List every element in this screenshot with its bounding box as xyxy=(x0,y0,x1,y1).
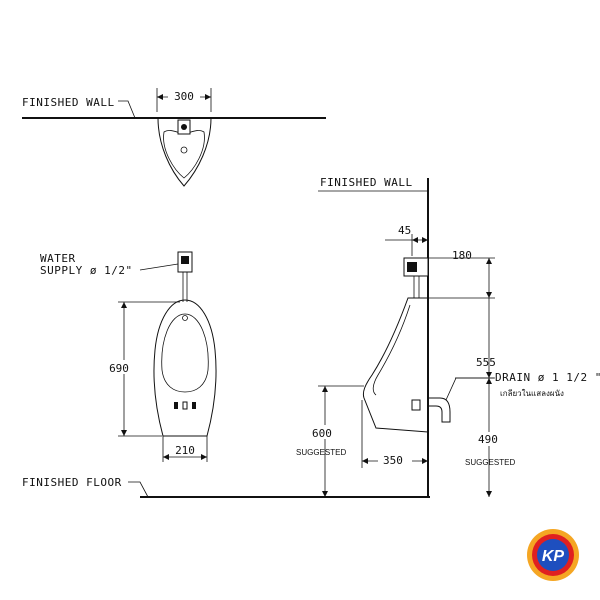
drain-leader xyxy=(445,377,494,401)
dim-350: 350 xyxy=(383,454,403,467)
side-view: FINISHED WALL 45 180 555 DRAIN ø 1 1/2 "… xyxy=(296,176,600,497)
water-supply-label-1: WATER xyxy=(40,252,76,265)
dim-bg-300 xyxy=(168,88,200,102)
finished-wall-leader-top xyxy=(118,100,136,119)
water-supply-label-2: SUPPLY ø 1/2" xyxy=(40,264,133,277)
dim-bg-350 xyxy=(378,452,412,466)
floor: FINISHED FLOOR xyxy=(22,476,430,498)
finished-wall-label-side: FINISHED WALL xyxy=(320,176,413,189)
urinal-front-bowl xyxy=(161,313,209,393)
urinal-side-inner xyxy=(372,304,411,396)
finished-floor-leader xyxy=(128,481,149,498)
dim-bg-490 xyxy=(472,432,502,446)
bowl-plan-inner xyxy=(163,130,205,179)
drain-slot-2 xyxy=(182,401,188,410)
dim-180: 180 xyxy=(452,249,472,262)
finished-wall-label-top: FINISHED WALL xyxy=(22,96,115,109)
drain-slot-1 xyxy=(174,402,178,409)
drain-label: DRAIN ø 1 1/2 " xyxy=(495,371,600,384)
dim-45: 45 xyxy=(398,224,411,237)
dim-bg-600 xyxy=(305,425,341,439)
flush-valve-side-button xyxy=(407,262,417,272)
suggested-600-label: SUGGESTED xyxy=(296,448,346,457)
logo-text: KP xyxy=(542,548,565,565)
suggested-490-label: SUGGESTED xyxy=(465,458,515,467)
dim-arrows-300 xyxy=(157,94,211,100)
dim-600: 600 xyxy=(312,427,332,440)
drain-thai-label: เกลียวในแสลงผนัง xyxy=(500,389,564,398)
front-view: WATER SUPPLY ø 1/2" 690 210 xyxy=(40,251,217,462)
water-supply-leader xyxy=(139,263,179,271)
finished-floor-label: FINISHED FLOOR xyxy=(22,476,122,489)
logo-center xyxy=(537,539,569,571)
urinal-side-body xyxy=(362,297,429,433)
drain-plan-hole xyxy=(180,146,188,154)
flush-valve-button xyxy=(181,256,189,264)
dim-690: 690 xyxy=(109,362,129,375)
dim-490: 490 xyxy=(478,433,498,446)
dim-210: 210 xyxy=(175,444,195,457)
dim-arrows-45 xyxy=(412,237,428,243)
spreader-hole xyxy=(182,315,188,321)
urinal-front-body xyxy=(153,299,217,437)
drain-slot-3 xyxy=(192,402,196,409)
dim-555: 555 xyxy=(476,356,496,369)
dim-300: 300 xyxy=(174,90,194,103)
urinal-side-drain xyxy=(411,399,421,411)
drain-pipe xyxy=(428,397,451,423)
dim-bg-690 xyxy=(104,360,134,374)
flush-valve-plan-dot xyxy=(181,124,187,130)
kp-logo: KP xyxy=(527,529,579,581)
top-view: FINISHED WALL 300 xyxy=(22,88,326,187)
bowl-plan-outer xyxy=(157,117,212,187)
dim-arrow-555 xyxy=(486,372,492,378)
